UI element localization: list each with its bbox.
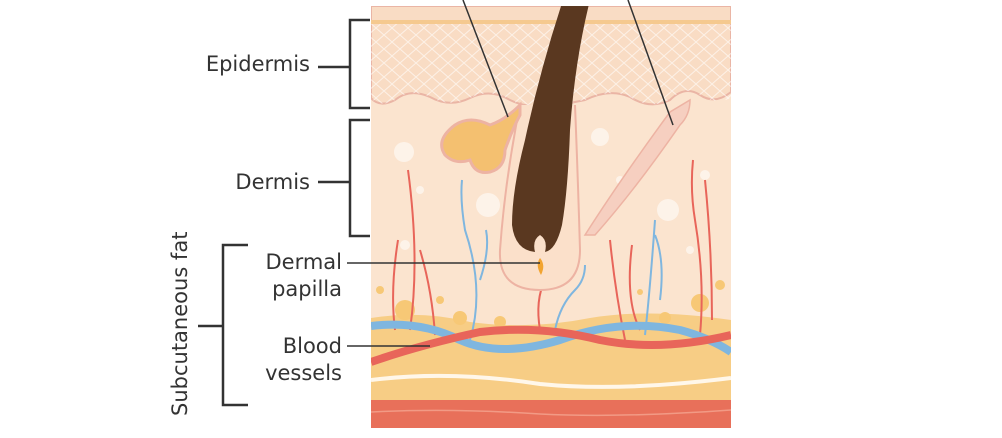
- label-dermal-papilla-line1: Dermal: [265, 250, 342, 274]
- label-dermal-papilla: Dermal papilla: [265, 249, 342, 303]
- arrector-pili-muscle: [583, 98, 691, 236]
- label-blood-vessels-line1: Blood: [282, 334, 342, 358]
- dermis-bracket: [318, 118, 370, 238]
- leader-lines: [198, 0, 674, 407]
- label-subcutaneous-fat: Subcutaneous fat: [168, 231, 192, 416]
- vein: [371, 320, 731, 356]
- epidermis-bracket: [318, 18, 370, 110]
- dermis-cells: [394, 128, 710, 254]
- label-dermal-papilla-line2: papilla: [272, 277, 342, 301]
- label-epidermis: Epidermis: [205, 52, 310, 76]
- label-blood-vessels-line2: vessels: [265, 361, 342, 385]
- label-dermis: Dermis: [235, 170, 310, 194]
- hair-shaft: [512, 6, 589, 252]
- arrector-muscle-leader: [627, 0, 674, 126]
- fat-cells: [376, 280, 725, 328]
- label-blood-vessels: Blood vessels: [265, 333, 342, 387]
- artery: [371, 325, 731, 366]
- subcutaneous-fat-bracket: [198, 243, 248, 407]
- sebaceous-gland-leader: [462, 0, 509, 118]
- sebaceous-gland: [440, 101, 522, 174]
